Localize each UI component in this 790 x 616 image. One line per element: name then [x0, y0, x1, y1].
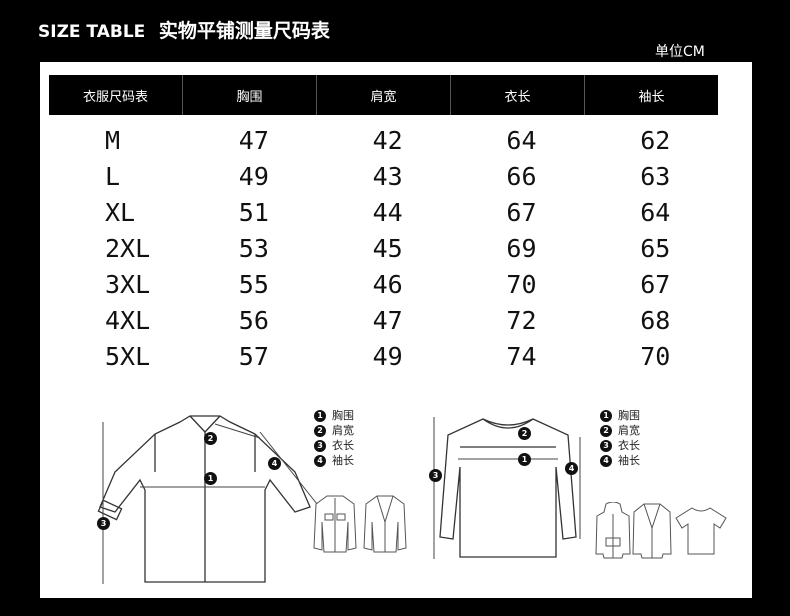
sleeve-cell: 67 [640, 269, 671, 299]
header-length: 衣长 [451, 75, 585, 115]
length-cell: 72 [506, 305, 537, 335]
chest-cell: 51 [238, 197, 269, 227]
size-cell: 5XL [105, 341, 151, 371]
table-row: 2XL 53 45 69 65 [49, 230, 718, 266]
legend-num: 4 [314, 454, 326, 467]
marker-shoulder: 2 [204, 432, 217, 445]
size-cell: M [105, 125, 121, 155]
legend-item: 1 胸围 [314, 408, 354, 423]
chest-cell: 55 [238, 269, 269, 299]
shoulder-cell: 42 [372, 125, 403, 155]
legend-item: 2 肩宽 [600, 423, 640, 438]
cardigan-icon [632, 503, 672, 559]
dress-shirt-icon [97, 415, 318, 584]
length-cell: 74 [506, 341, 537, 371]
denim-jacket-icon [313, 495, 357, 553]
marker-length: 3 [97, 517, 110, 530]
chest-cell: 56 [238, 305, 269, 335]
header-sleeve: 袖长 [638, 89, 665, 105]
table-row: XL 51 44 67 64 [49, 194, 718, 230]
shoulder-cell: 45 [372, 233, 403, 263]
size-cell: XL [105, 197, 136, 227]
legend-label: 胸围 [618, 409, 640, 422]
marker-chest: 1 [518, 453, 531, 466]
legend-label: 肩宽 [618, 424, 640, 437]
shoulder-cell: 49 [372, 341, 403, 371]
legend-num: 1 [314, 409, 326, 422]
legend-num: 2 [314, 424, 326, 437]
length-cell: 67 [506, 197, 537, 227]
legend-left: 1 胸围 2 肩宽 3 衣长 4 袖长 [314, 408, 354, 468]
sleeve-cell: 65 [640, 233, 671, 263]
page-title: SIZE TABLE 实物平铺测量尺码表 [38, 16, 330, 43]
marker-chest: 1 [204, 472, 217, 485]
legend-label: 肩宽 [332, 424, 354, 437]
marker-shoulder: 2 [518, 427, 531, 440]
hoodie-icon [595, 502, 631, 559]
table-row: 4XL 56 47 72 68 [49, 302, 718, 338]
shoulder-cell: 46 [372, 269, 403, 299]
legend-item: 4 袖长 [600, 453, 640, 468]
size-table-body: M 47 42 64 62 L 49 43 66 63 XL 51 44 67 … [49, 122, 718, 374]
marker-length: 3 [429, 469, 442, 482]
title-zh: 实物平铺测量尺码表 [158, 20, 330, 42]
sleeve-cell: 68 [640, 305, 671, 335]
legend-num: 1 [600, 409, 612, 422]
legend-item: 3 衣长 [600, 438, 640, 453]
table-row: 5XL 57 49 74 70 [49, 338, 718, 374]
chest-cell: 47 [238, 125, 269, 155]
legend-item: 2 肩宽 [314, 423, 354, 438]
table-row: 3XL 55 46 70 67 [49, 266, 718, 302]
sleeve-cell: 64 [640, 197, 671, 227]
legend-label: 袖长 [618, 454, 640, 467]
legend-num: 2 [600, 424, 612, 437]
length-cell: 64 [506, 125, 537, 155]
chest-cell: 53 [238, 233, 269, 263]
legend-right: 1 胸围 2 肩宽 3 衣长 4 袖长 [600, 408, 640, 468]
legend-item: 4 袖长 [314, 453, 354, 468]
legend-label: 衣长 [332, 439, 354, 452]
sleeve-cell: 63 [640, 161, 671, 191]
legend-label: 衣长 [618, 439, 640, 452]
sleeve-cell: 70 [640, 341, 671, 371]
legend-item: 3 衣长 [314, 438, 354, 453]
header-chest: 胸围 [183, 75, 317, 115]
marker-sleeve: 4 [565, 462, 578, 475]
header-size: 衣服尺码表 [49, 75, 183, 115]
legend-label: 袖长 [332, 454, 354, 467]
blazer-icon [363, 495, 407, 553]
legend-num: 3 [600, 439, 612, 452]
sleeve-cell: 62 [640, 125, 671, 155]
legend-num: 4 [600, 454, 612, 467]
table-row: L 49 43 66 63 [49, 158, 718, 194]
length-cell: 66 [506, 161, 537, 191]
size-cell: L [105, 161, 121, 191]
title-en: SIZE TABLE [38, 22, 146, 42]
chest-cell: 57 [238, 341, 269, 371]
legend-num: 3 [314, 439, 326, 452]
marker-sleeve: 4 [268, 457, 281, 470]
content-panel: 衣服尺码表 胸围 肩宽 衣长 袖长 M 47 42 64 62 L 49 43 … [40, 62, 752, 598]
size-cell: 4XL [105, 305, 151, 335]
shoulder-cell: 47 [372, 305, 403, 335]
legend-item: 1 胸围 [600, 408, 640, 423]
length-cell: 69 [506, 233, 537, 263]
legend-label: 胸围 [332, 409, 354, 422]
sweater-icon [433, 417, 581, 559]
shoulder-cell: 43 [372, 161, 403, 191]
size-cell: 2XL [105, 233, 151, 263]
length-cell: 70 [506, 269, 537, 299]
size-cell: 3XL [105, 269, 151, 299]
chest-cell: 49 [238, 161, 269, 191]
unit-label: 单位CM [655, 44, 705, 60]
shoulder-cell: 44 [372, 197, 403, 227]
t-shirt-icon [675, 507, 727, 555]
table-header: 衣服尺码表 胸围 肩宽 衣长 袖长 [49, 75, 718, 115]
header-shoulder: 肩宽 [317, 75, 451, 115]
table-row: M 47 42 64 62 [49, 122, 718, 158]
